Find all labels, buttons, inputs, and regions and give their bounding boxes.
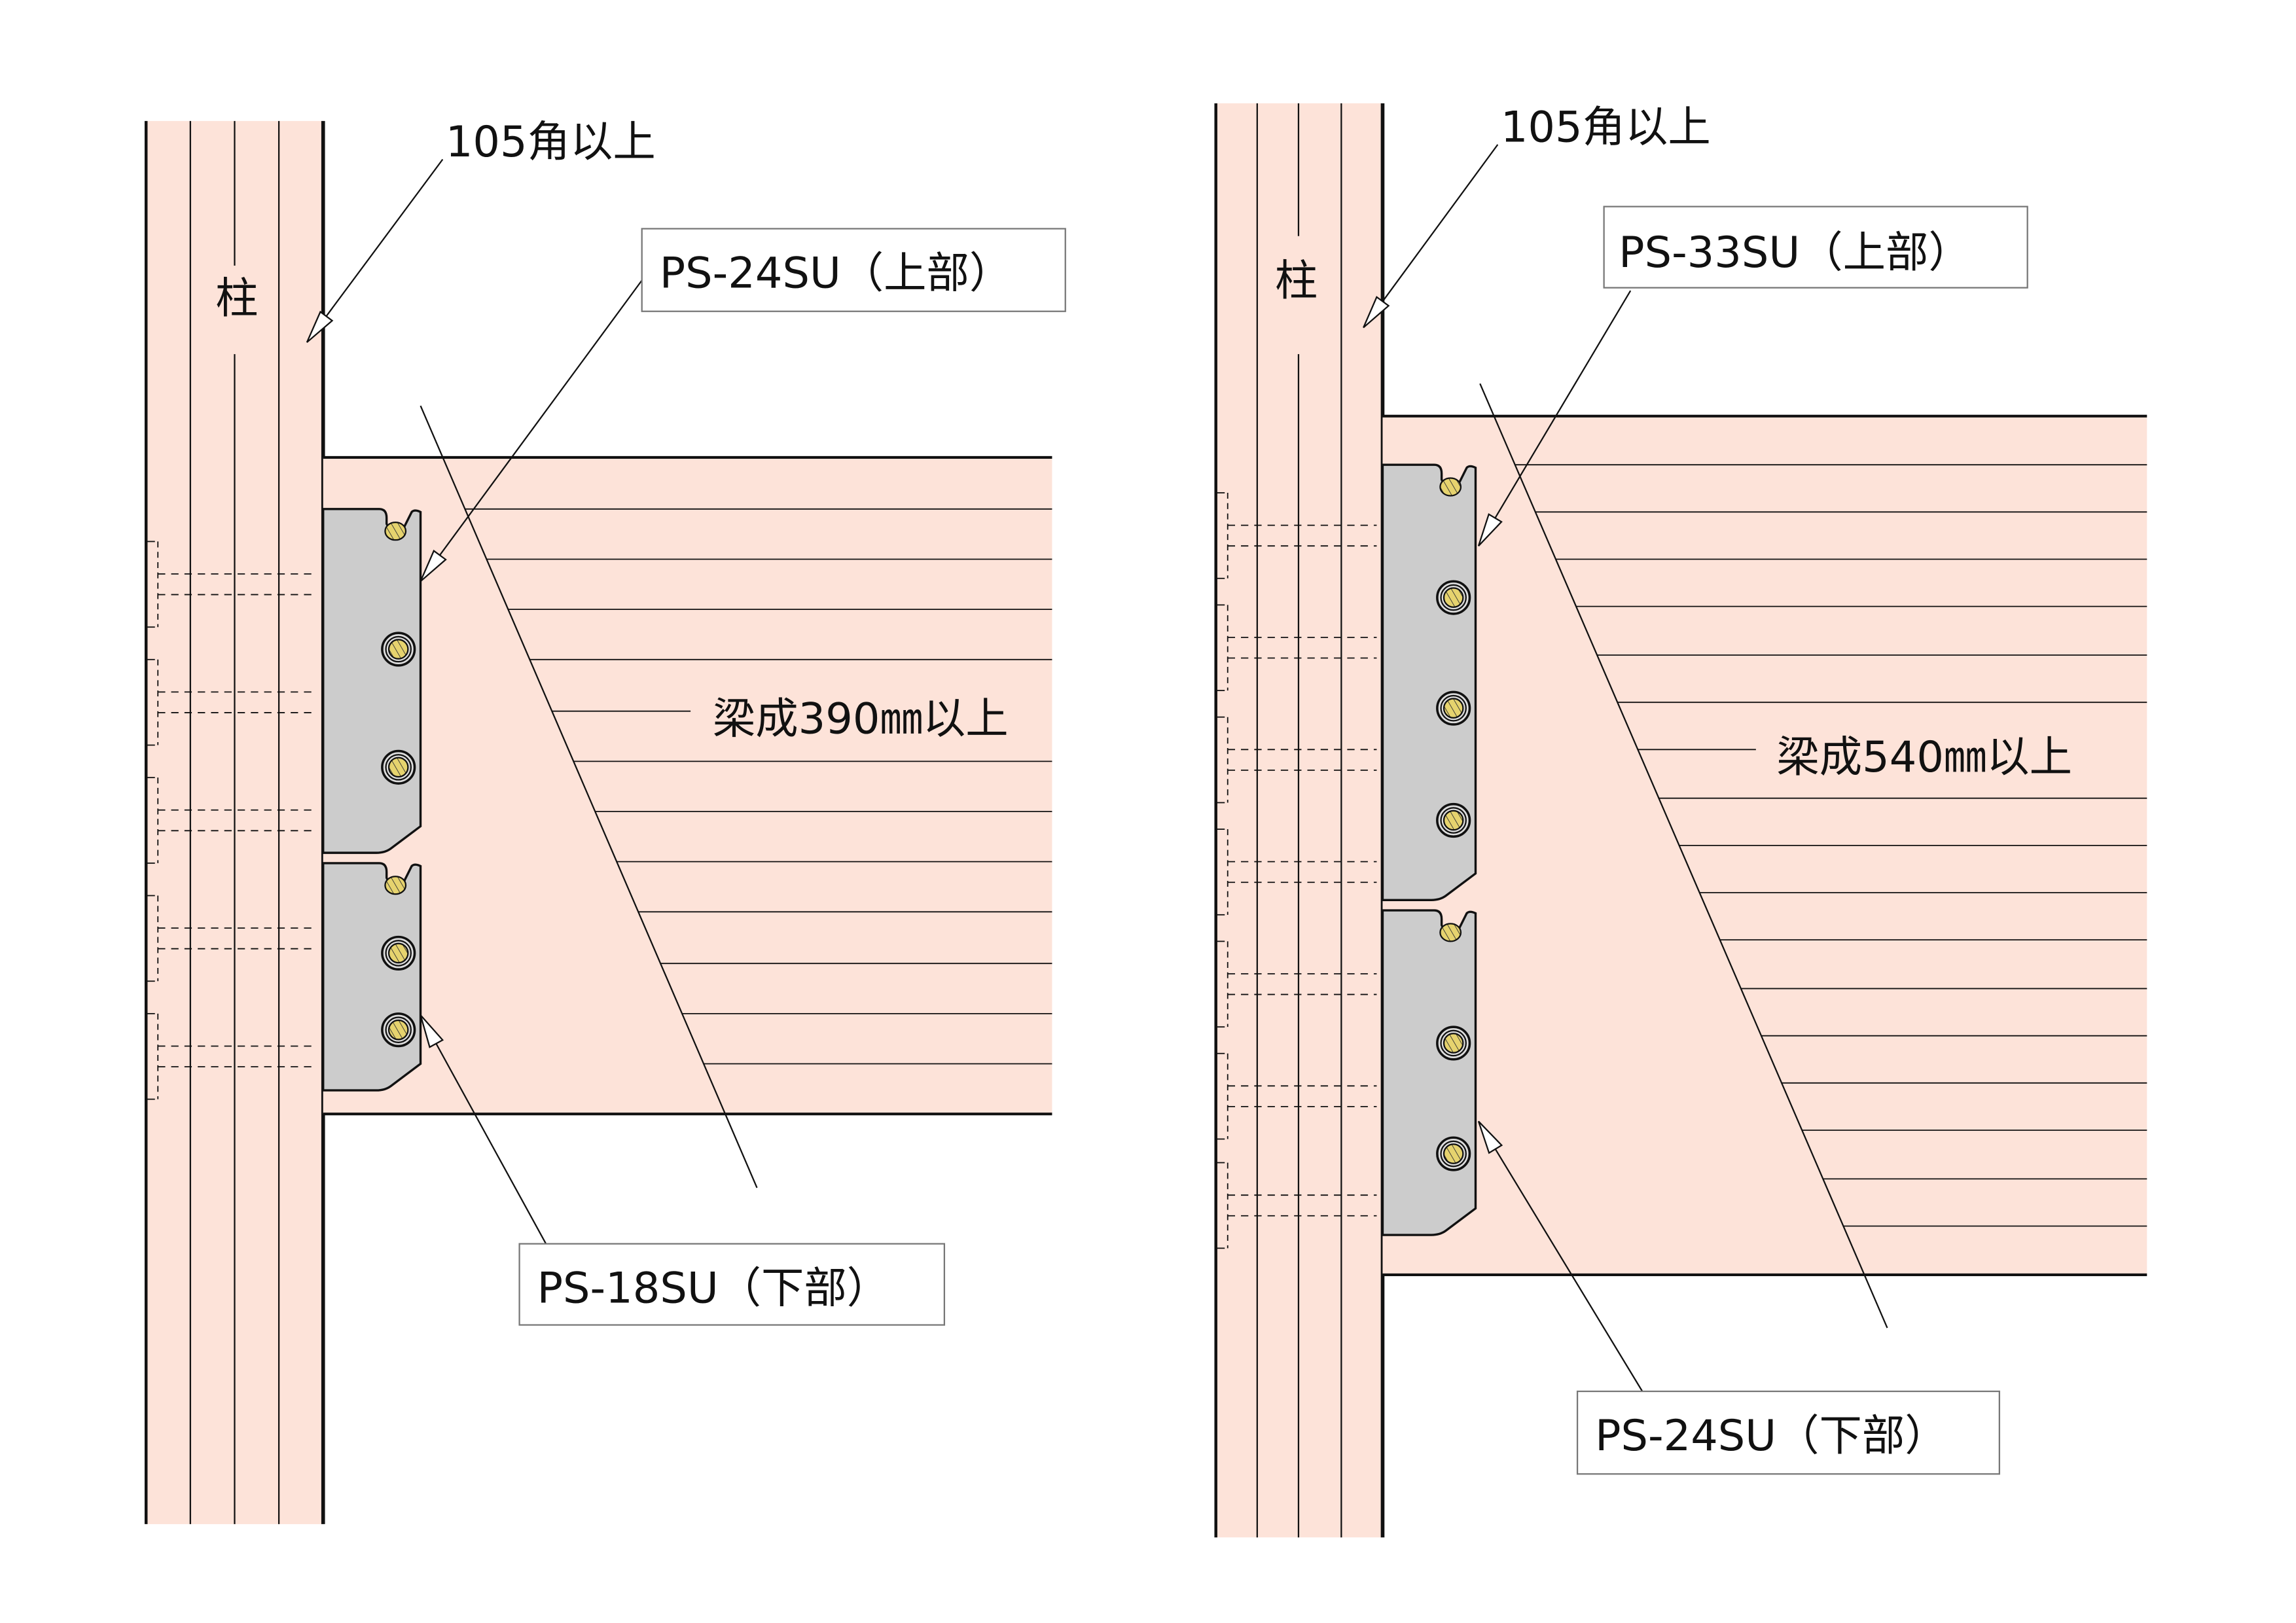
beam-section-line (420, 405, 758, 1188)
left-column-label: 柱 (215, 274, 258, 323)
upper-hardware-plate-notch-bolt-icon (1439, 477, 1462, 497)
drift-pin-icon-shank (387, 757, 409, 778)
column-size-arrowhead-icon (1363, 296, 1390, 329)
drift-pin-icon-ring (1440, 1140, 1467, 1168)
column-size-leader (1363, 144, 1499, 329)
column-size-arrowhead-icon (306, 310, 334, 343)
drift-pin-icon-ring (1440, 584, 1467, 611)
upper-hardware-plate-notch-bolt-icon (384, 521, 407, 541)
beam-section-line (1479, 383, 1888, 1329)
column-size-leader (306, 158, 444, 343)
drift-pin-icon-ring (385, 940, 412, 967)
right-column-label: 柱 (1275, 256, 1318, 306)
lower-hardware-arrowhead-icon (1477, 1120, 1503, 1154)
upper-hardware-arrowhead-icon (420, 549, 447, 582)
upper-hardware-plate (322, 508, 422, 854)
drift-pin-icon-shank (1443, 1143, 1464, 1164)
right-upper-hardware-label: PS-33SU（上部） (1619, 228, 1971, 277)
left-upper-hardware-box (641, 228, 1066, 312)
upper-hardware-arrowhead-icon (1477, 513, 1503, 546)
drift-pin-icon-ring (1440, 694, 1467, 722)
right-lower-hardware-label: PS-24SU（下部） (1595, 1411, 1948, 1461)
upper-hardware-leader (1478, 290, 1632, 546)
drift-pin-icon-shank (387, 942, 409, 964)
drift-pin-icon-ring (385, 635, 412, 663)
lower-hardware-leader (420, 1014, 547, 1245)
left-beam-depth-label: 梁成390㎜以上 (713, 694, 1009, 744)
left-column-size-label: 105角以上 (446, 117, 656, 167)
left-lower-hardware-label: PS-18SU（下部） (537, 1264, 890, 1313)
drift-pin-icon-shank (1443, 587, 1464, 608)
lower-hardware-plate-notch-bolt-icon (1439, 923, 1462, 942)
drift-pin-icon-shank (387, 1019, 409, 1041)
beam (323, 457, 1052, 1115)
drift-pin-icon-ring (1440, 807, 1467, 834)
upper-hardware-leader (420, 279, 643, 582)
left-lower-hardware-box (518, 1243, 946, 1326)
lower-hardware-plate (322, 862, 422, 1092)
drift-pin-icon-shank (1443, 810, 1464, 831)
lower-hardware-leader (1478, 1120, 1643, 1392)
right-detail (1214, 103, 2147, 1538)
drift-pin-icon-ring (385, 1016, 412, 1043)
lower-hardware-plate-notch-bolt-icon (384, 876, 407, 895)
right-lower-hardware-box (1576, 1390, 2000, 1475)
right-beam-depth-label: 梁成540㎜以上 (1776, 732, 2072, 782)
lower-hardware-arrowhead-icon (420, 1014, 444, 1048)
left-detail (144, 120, 1052, 1524)
drift-pin-icon-shank (387, 639, 409, 660)
right-column-size-label: 105角以上 (1501, 102, 1711, 152)
drift-pin-icon-shank (1443, 1033, 1464, 1054)
drift-pin-icon-shank (1443, 698, 1464, 719)
drift-pin-icon-ring (1440, 1029, 1467, 1057)
right-upper-hardware-box (1603, 205, 2028, 289)
drift-pin-icon-ring (385, 754, 412, 781)
lower-hardware-plate (1381, 909, 1477, 1236)
left-upper-hardware-label: PS-24SU（上部） (660, 249, 1013, 298)
